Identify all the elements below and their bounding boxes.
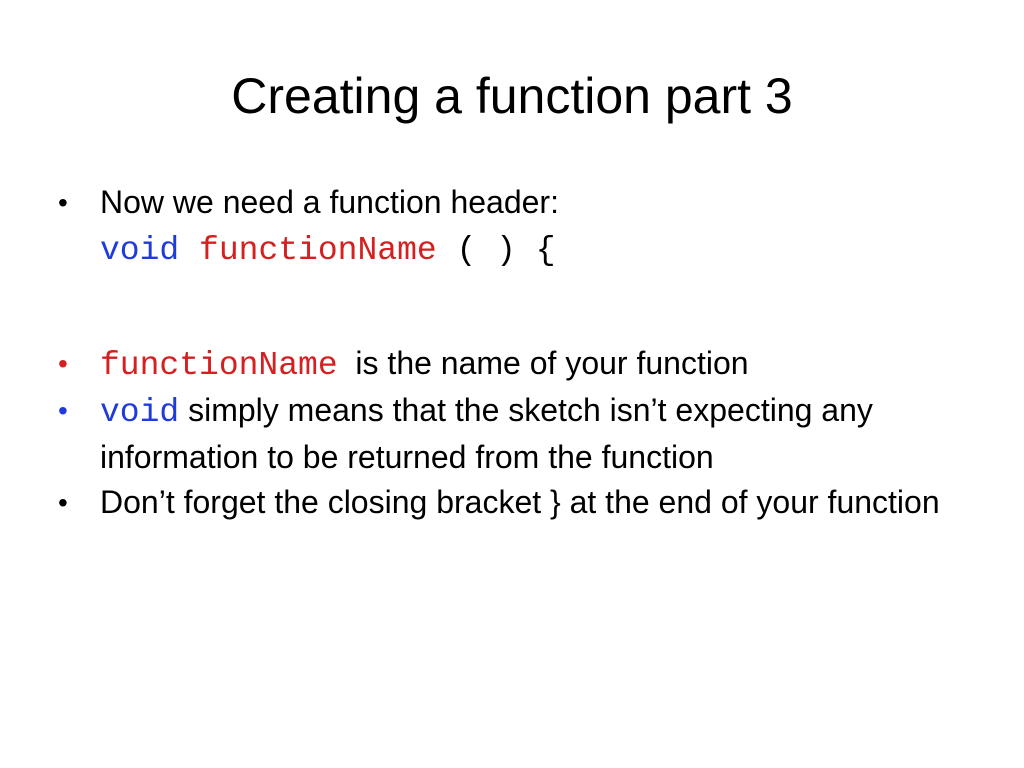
- code-function-name: functionName: [199, 232, 437, 269]
- bullet-code-void: void: [100, 394, 180, 431]
- bullet-text: simply means that the sketch isn’t expec…: [100, 392, 873, 475]
- bullet-item-void: • void simply means that the sketch isn’…: [58, 388, 958, 480]
- slide-title: Creating a function part 3: [231, 68, 793, 124]
- code-header-line: void functionName ( ) {: [58, 225, 958, 277]
- bullet-text: Now we need a function header:: [100, 184, 559, 220]
- bullet-item-function-name: • functionName is the name of your funct…: [58, 341, 958, 388]
- bullet-item-closing-bracket: • Don’t forget the closing bracket } at …: [58, 480, 958, 525]
- bullet-item-function-header: • Now we need a function header:: [58, 180, 958, 225]
- bullet-dot: •: [58, 395, 68, 426]
- bullet-dot: •: [58, 348, 68, 379]
- bullet-text: is the name of your function: [355, 345, 749, 381]
- bullet-dot: •: [58, 187, 68, 218]
- spacer: [58, 277, 958, 341]
- code-keyword-void: void: [100, 232, 180, 269]
- bullet-dot: •: [58, 487, 68, 518]
- code-parens-brace: ( ) {: [456, 232, 556, 269]
- bullet-text: Don’t forget the closing bracket } at th…: [100, 484, 940, 520]
- bullet-list: • Now we need a function header: void fu…: [58, 180, 958, 525]
- bullet-code-function-name: functionName: [100, 347, 338, 384]
